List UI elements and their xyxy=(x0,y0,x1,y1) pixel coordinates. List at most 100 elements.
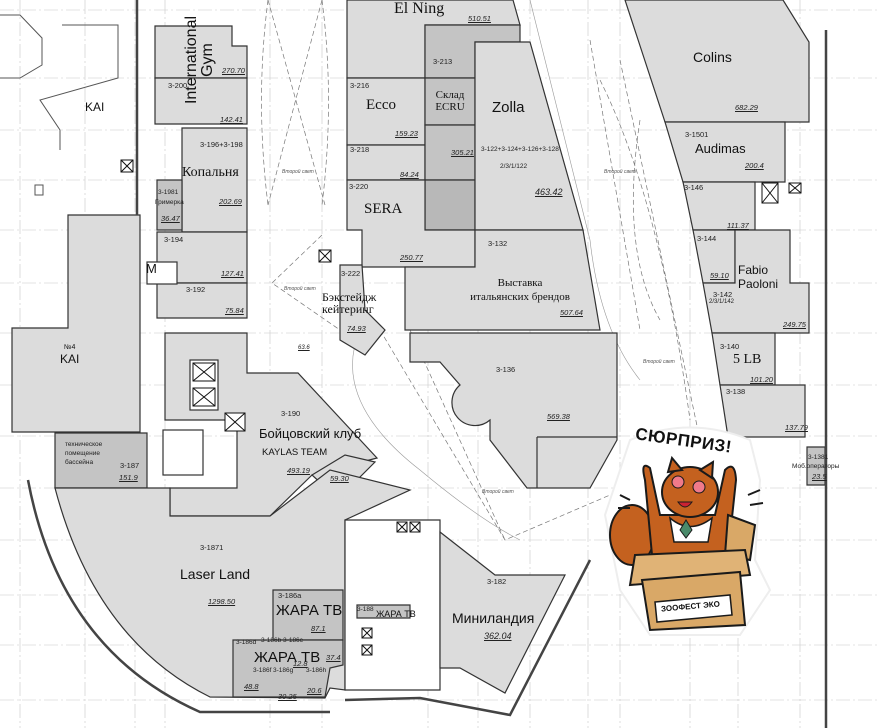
five-lb-area: 101.20 xyxy=(750,375,773,384)
zhara-b-code-h: 3-186h xyxy=(306,667,327,674)
ecco-name: Ecco xyxy=(366,97,396,113)
unit-backstage[interactable] xyxy=(339,264,386,356)
unit-3-200-area: 142.41 xyxy=(220,115,243,124)
unit-3-218-area: 84.24 xyxy=(400,170,419,179)
surprise-sticker[interactable]: СЮРПРИЗ! ЗООФЕСТ ЭКО xyxy=(600,420,780,640)
cat-in-box-illustration xyxy=(603,426,772,636)
minilandia-area: 362.04 xyxy=(484,631,512,641)
fabio-line: Paoloni xyxy=(738,277,779,291)
ecco-code: 3-216 xyxy=(350,81,370,90)
unit-zhara-188[interactable] xyxy=(356,604,411,619)
fabio-line: Fabio xyxy=(738,263,769,277)
grimerka-code: 3-1981 xyxy=(158,189,179,196)
mob-area: 23.5 xyxy=(812,472,827,481)
void-label: Второй свет xyxy=(604,169,636,175)
pool-tech-area: 151.9 xyxy=(119,473,138,482)
unit-3-138-area: 137.79 xyxy=(785,423,808,432)
international-gym-name-2: Gym xyxy=(199,43,216,77)
unit-59-area: 59.30 xyxy=(330,474,349,483)
sera-area: 250.77 xyxy=(400,253,423,262)
fight-club-name: Бойцовский клуб xyxy=(259,426,362,441)
international-gym-area: 270.70 xyxy=(222,66,245,75)
unit-3-218-code: 3-218 xyxy=(350,145,370,154)
unit-minilandia[interactable] xyxy=(439,530,566,694)
colins-area: 682.29 xyxy=(735,103,758,112)
kopalnya-code: 3-196+3-198 xyxy=(200,140,243,149)
zhara-188-code: 3-188 xyxy=(357,606,374,613)
zhara-b-name: ЖАРА ТВ xyxy=(254,649,321,666)
unit-3-138-code: 3-138 xyxy=(726,387,746,396)
void-curve xyxy=(261,0,329,206)
zhara-b-area-d: 48.8 xyxy=(244,682,259,691)
unit-3-200[interactable] xyxy=(154,77,248,125)
zhara-188-name: ЖАРА ТВ xyxy=(376,609,416,619)
unit-fabio-paoloni[interactable] xyxy=(702,229,810,334)
audimas-area: 200.4 xyxy=(745,161,764,170)
unit-3-194-area: 127.41 xyxy=(221,269,244,278)
zolla-name: Zolla xyxy=(492,99,525,116)
fabio-sub: 2/3/1/142 xyxy=(709,299,735,305)
minilandia-name: Минилaндия xyxy=(452,610,535,626)
zhara-b-area-g: 30.25 xyxy=(278,692,297,701)
backstage-name: Бэкстейдж кейтеринг xyxy=(322,291,376,315)
unit-3-136-area: 569.38 xyxy=(547,412,570,421)
fabio-area: 249.75 xyxy=(783,320,806,329)
unit-colins[interactable] xyxy=(624,0,810,123)
zhara-b-code-g: 3-186g xyxy=(273,667,294,674)
unit-3-200-code: 3-200 xyxy=(168,81,188,90)
vystavka-line: итальянских брендов xyxy=(470,291,570,303)
cat-ear xyxy=(666,455,684,474)
unit-zhara-b[interactable] xyxy=(232,639,344,698)
fight-club-area: 493.19 xyxy=(287,466,310,475)
zhara-a-code: 3-186a xyxy=(278,591,302,600)
audimas-name: Audimas xyxy=(695,141,746,156)
kopalnya-name: Копальня xyxy=(182,165,239,180)
vystavka-name: Выставка итальянских брендов xyxy=(440,276,600,304)
unit-vystavka[interactable] xyxy=(404,229,601,331)
sera-name: SERA xyxy=(364,201,403,217)
unit-zolla[interactable] xyxy=(474,41,584,231)
backstage-code: 3-222 xyxy=(341,269,361,278)
backstage-line: кейтеринг xyxy=(322,302,374,316)
five-lb-code: 3-140 xyxy=(720,342,740,351)
zhara-a-area: 87.1 xyxy=(311,624,326,633)
unit-3-136[interactable] xyxy=(409,332,618,489)
mob-code: 3-1381 xyxy=(808,454,829,461)
unit-m-box xyxy=(146,261,178,285)
unit-3-138[interactable] xyxy=(719,384,806,438)
unit-kai4[interactable] xyxy=(11,214,141,433)
void-curve xyxy=(599,79,691,421)
fight-club-sub: KAYLAS TEAM xyxy=(262,447,328,458)
vystavka-line: Выставка xyxy=(497,277,543,289)
unit-3-146-area: 111.37 xyxy=(727,221,749,230)
zolla-sub: 2/3/1/122 xyxy=(500,163,528,170)
pool-tech-line: техническое xyxy=(65,441,103,448)
backstage-line: Бэкстейдж xyxy=(322,290,377,304)
fight-club-code: 3-190 xyxy=(281,409,301,418)
zolla-code: 3-122+3-124+3-126+3-128 xyxy=(481,146,559,153)
five-lb-name: 5 LB xyxy=(733,352,762,367)
sklad-ecru-area: 305.21 xyxy=(451,148,474,157)
zhara-b-code-f: 3-186f xyxy=(253,667,272,674)
cat-ear xyxy=(698,460,715,480)
pool-tech-line: бассейна xyxy=(65,459,94,466)
mob-name: Моб.операторы xyxy=(792,463,840,470)
sklad-ecru-line: Склад xyxy=(435,89,465,101)
pool-tech-name: техническое помещение бассейна xyxy=(65,440,102,467)
unit-audimas[interactable] xyxy=(664,121,786,183)
unit-grimerka[interactable] xyxy=(156,179,183,231)
zolla-area: 463.42 xyxy=(535,187,563,197)
minilandia-code: 3-182 xyxy=(487,577,507,586)
cat-body xyxy=(642,464,738,556)
fabio-code: 3-142 xyxy=(713,290,733,299)
kai-outline xyxy=(0,14,119,196)
unit-3-192[interactable] xyxy=(156,282,248,319)
units xyxy=(11,0,826,699)
zhara-b-code-bc: 3-186b 3-186c xyxy=(261,637,303,644)
cat-mouth xyxy=(677,501,693,508)
unit-3-146-code: 3-146 xyxy=(684,183,704,192)
void-label: Второй свет xyxy=(284,286,316,292)
stair-block xyxy=(162,429,204,476)
unit-storage[interactable] xyxy=(424,179,476,231)
